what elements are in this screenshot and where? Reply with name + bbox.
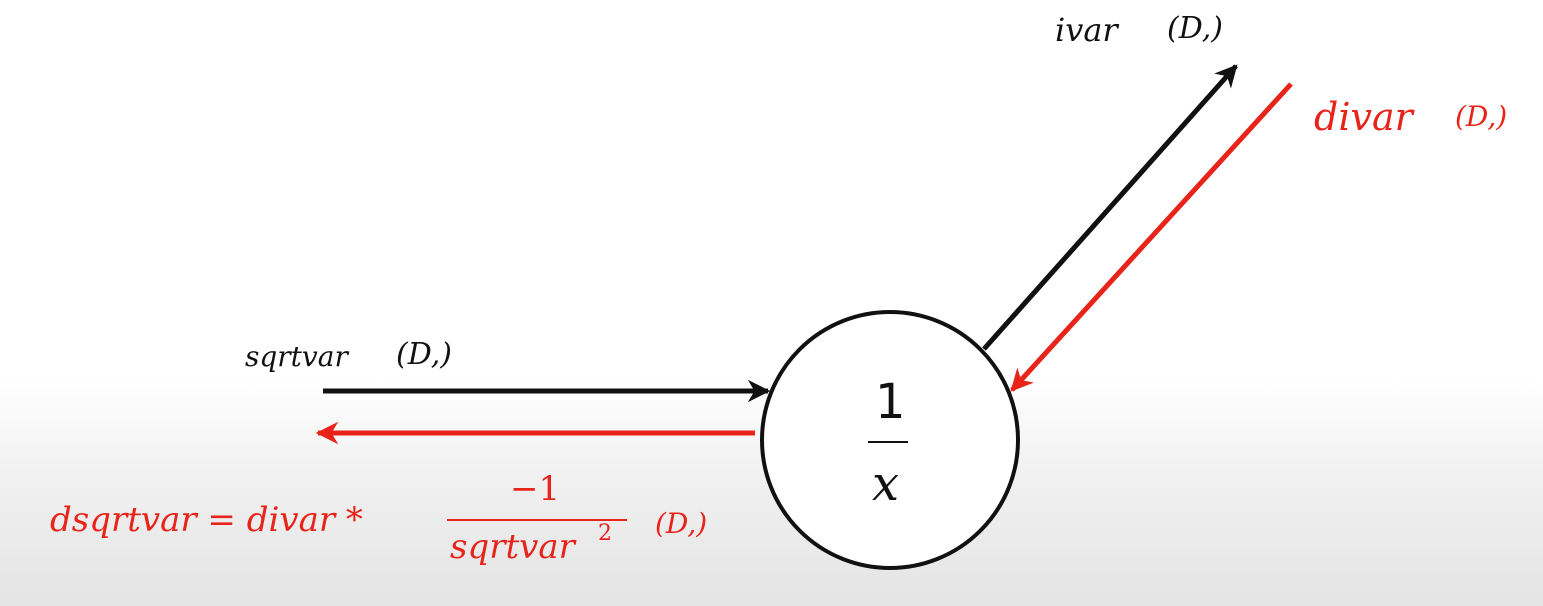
node-numerator: 1	[875, 374, 906, 430]
dsqrtvar-shape: (D,)	[655, 507, 708, 540]
dsqrtvar-equation-lhs: dsqrtvar = divar *	[50, 500, 363, 540]
sqrtvar-label: sqrtvar	[245, 340, 348, 373]
dsqrtvar-fraction-numerator: −1	[510, 469, 561, 509]
divar-shape: (D,)	[1455, 100, 1508, 133]
ivar-shape: (D,)	[1167, 11, 1223, 46]
dsqrtvar-exponent: 2	[598, 521, 612, 546]
backward-input-arrow	[1010, 82, 1293, 392]
forward-output-arrow	[982, 64, 1238, 351]
reciprocal-node	[760, 310, 1020, 570]
dsqrtvar-fraction-denominator: sqrtvar	[450, 527, 575, 567]
divar-label: divar	[1314, 95, 1413, 139]
node-denominator: x	[872, 456, 900, 512]
ivar-label: ivar	[1055, 11, 1118, 49]
sqrtvar-shape: (D,)	[396, 337, 452, 372]
node-fraction-bar	[868, 441, 908, 443]
dsqrtvar-fraction-bar	[447, 519, 627, 521]
